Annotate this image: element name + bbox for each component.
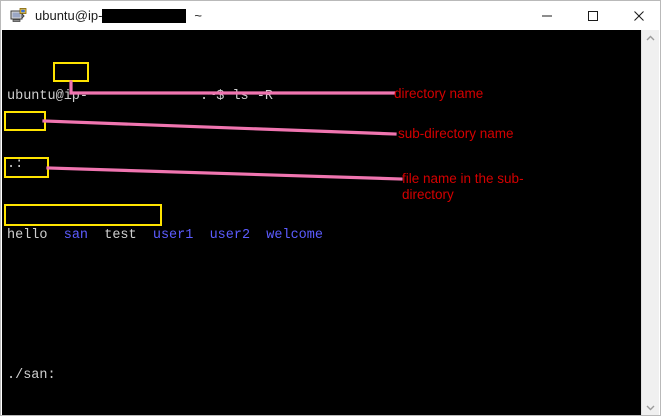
terminal-line-command: ubuntu@ip- :~$ ls -R: [7, 85, 323, 104]
window-controls: [524, 1, 660, 30]
terminal-blank-line: [7, 297, 323, 315]
gap: [137, 228, 153, 243]
window-title-prefix: ubuntu@ip-: [35, 8, 103, 23]
terminal-scrollbar[interactable]: [641, 30, 659, 415]
redacted-hostname: [102, 8, 187, 23]
command-text: ls -R: [232, 88, 273, 104]
terminal-line-san-header: ./san:: [7, 368, 56, 384]
chevron-up-icon[interactable]: [642, 30, 659, 47]
prompt-tail: :~$: [200, 88, 225, 104]
entry-hello: hello: [7, 227, 48, 243]
window-title: ubuntu@ip- ~: [35, 8, 202, 23]
putty-icon: [10, 7, 28, 25]
gap: [250, 228, 266, 243]
window-title-suffix: ~: [194, 8, 202, 23]
gap: [193, 228, 209, 243]
window-titlebar[interactable]: ubuntu@ip- ~: [1, 1, 660, 30]
close-button[interactable]: [616, 1, 660, 30]
terminal-screen[interactable]: ubuntu@ip- :~$ ls -R .: hello san test us…: [2, 30, 643, 415]
gap: [48, 228, 64, 243]
terminal-line-root-listing: hello san test user1 user2 welcome: [7, 227, 323, 245]
entry-user1: user1: [152, 227, 194, 243]
scrollbar-thumb[interactable]: [643, 48, 658, 378]
terminal-line-root-header: .:: [7, 157, 24, 173]
maximize-button[interactable]: [570, 1, 616, 30]
gap: [88, 228, 104, 243]
entry-san: san: [63, 227, 89, 243]
entry-user2: user2: [209, 227, 251, 243]
entry-welcome: welcome: [266, 227, 323, 243]
chevron-down-icon[interactable]: [642, 399, 659, 415]
redacted-host-inline: [88, 85, 201, 99]
prompt-user: ubuntu@ip-: [7, 88, 89, 104]
entry-test: test: [104, 227, 137, 243]
minimize-button[interactable]: [524, 1, 570, 30]
